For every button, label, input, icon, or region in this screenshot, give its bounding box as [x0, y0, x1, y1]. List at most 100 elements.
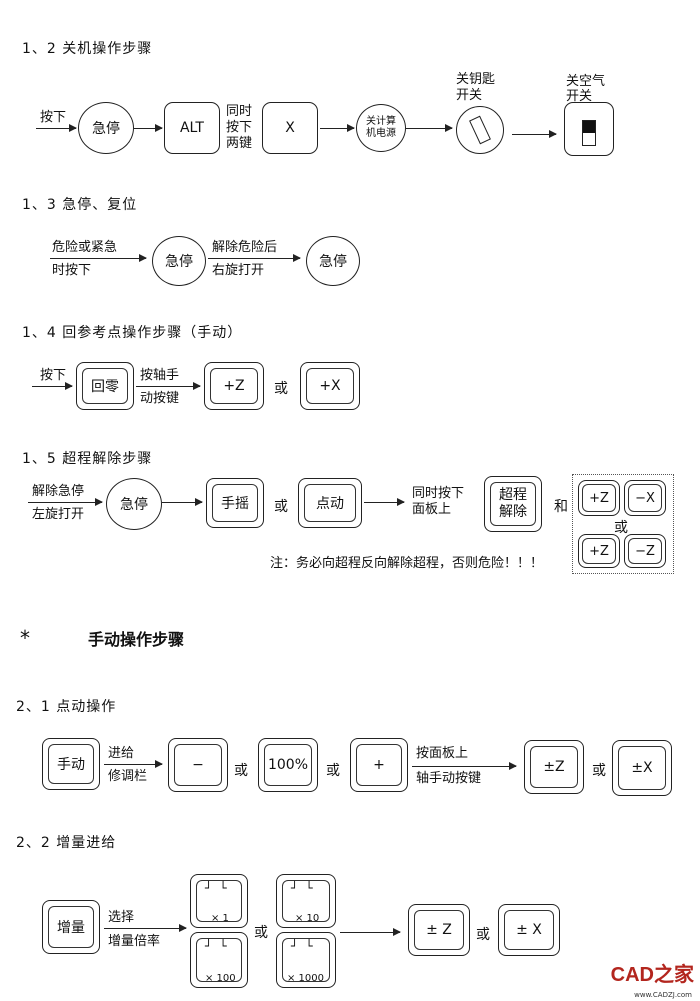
or-label: 或	[254, 925, 268, 941]
arrow	[162, 498, 203, 506]
multiplier-x1000-face	[282, 938, 330, 982]
arrow	[36, 124, 77, 132]
multiplier-x10-label: × 10	[295, 913, 320, 924]
multiplier-x1000-key: ┘ └ × 1000	[276, 932, 336, 988]
panel-line2: 轴手动按键	[416, 771, 482, 786]
corner-icon: ┘ └	[291, 939, 313, 953]
pc-power-off-circle: 关计算 机电源	[356, 104, 406, 152]
section-title-overtravel: 1、5 超程解除步骤	[22, 451, 153, 467]
plus-x-label: +X	[306, 368, 354, 404]
multiplier-x100-label: × 100	[205, 973, 236, 984]
plus-minus-x-label: ±X	[618, 746, 666, 790]
simul-line2: 面板上	[412, 502, 452, 517]
feed-100-key: 100%	[258, 738, 318, 792]
plus-minus-z-label: ± Z	[414, 910, 464, 950]
manual-ops-title: 手动操作步骤	[88, 630, 185, 649]
plus-minus-x-key: ± X	[498, 904, 560, 956]
press-label: 按下	[40, 368, 67, 383]
key-slot-icon	[469, 115, 491, 145]
air-switch-line2: 开关	[566, 89, 593, 104]
home-key: 回零	[76, 362, 134, 410]
plus-z-label: +Z	[582, 484, 616, 512]
minus-x-key: −X	[624, 480, 666, 516]
overtravel-release-label: 超程 解除	[490, 482, 536, 526]
multiplier-x10-face	[282, 880, 330, 922]
select-line2: 增量倍率	[108, 934, 161, 949]
arrow	[208, 254, 301, 262]
key-switch-circle	[456, 106, 504, 154]
feed-minus-label: −	[174, 744, 222, 786]
arrow	[406, 124, 453, 132]
arrow	[28, 498, 103, 506]
air-switch-line1: 关空气	[566, 74, 606, 89]
simul-line1: 同时	[226, 104, 253, 119]
plus-z-label: +Z	[582, 538, 616, 564]
arrow	[340, 928, 401, 936]
pc-off-line1: 关计算	[366, 116, 396, 127]
and-label: 和	[554, 499, 568, 515]
mpg-key: 手摇	[206, 478, 264, 528]
feed-plus-key: +	[350, 738, 408, 792]
feed-100-label: 100%	[264, 744, 312, 786]
arrow	[320, 124, 355, 132]
minus-z-key: −Z	[624, 534, 666, 568]
increment-key: 增量	[42, 900, 100, 954]
warning-note: 注：务必向超程反向解除超程，否则危险！！！	[270, 556, 544, 571]
plus-minus-z-key: ±Z	[524, 740, 584, 794]
press-label: 按下	[40, 110, 67, 125]
air-switch-icon	[582, 120, 596, 146]
x-key: X	[262, 102, 318, 154]
panel-line1: 按面板上	[416, 746, 469, 761]
minus-z-label: −Z	[628, 538, 662, 564]
or-label: 或	[476, 927, 490, 943]
jog-label: 点动	[304, 484, 356, 522]
star-bullet: *	[20, 626, 30, 650]
arrow	[104, 760, 163, 768]
simul-line2: 按下	[226, 120, 253, 135]
section-title-estop-reset: 1、3 急停、复位	[22, 197, 138, 213]
arrow	[512, 130, 557, 138]
arrow	[412, 762, 517, 770]
minus-x-label: −X	[628, 484, 662, 512]
increment-label: 增量	[48, 906, 94, 948]
multiplier-x1-face	[196, 880, 242, 922]
key-switch-line1: 关钥匙	[456, 72, 496, 87]
cadzj-logo-url: www.CADZJ.com	[634, 991, 692, 999]
mpg-label: 手摇	[212, 484, 258, 522]
or-label: 或	[274, 381, 288, 397]
multiplier-x1-label: × 1	[211, 913, 229, 924]
overtravel-line1: 超程	[499, 487, 527, 503]
or-label: 或	[592, 763, 606, 779]
section-title-increment: 2、2 增量进给	[16, 835, 117, 851]
corner-icon: ┘ └	[291, 881, 313, 895]
cadzj-logo: CAD之家	[610, 964, 694, 986]
alt-key: ALT	[164, 102, 220, 154]
plus-z-label: +Z	[210, 368, 258, 404]
plus-x-key: +X	[300, 362, 360, 410]
or-label: 或	[326, 763, 340, 779]
plus-minus-x-key: ±X	[612, 740, 672, 796]
home-key-label: 回零	[82, 368, 128, 404]
select-line1: 选择	[108, 910, 135, 925]
arrow	[364, 498, 405, 506]
release-line2: 右旋打开	[212, 263, 265, 278]
or-label: 或	[234, 763, 248, 779]
release-line2: 左旋打开	[32, 507, 85, 522]
plus-minus-z-label: ±Z	[530, 746, 578, 788]
feed-line1: 进给	[108, 746, 135, 761]
corner-icon: ┘ └	[205, 939, 227, 953]
pc-off-line2: 机电源	[366, 128, 396, 139]
multiplier-x1000-label: × 1000	[287, 973, 325, 984]
section-title-shutdown: 1、2 关机操作步骤	[22, 41, 153, 57]
estop-cond-line2: 时按下	[52, 263, 92, 278]
plus-z-key: +Z	[204, 362, 264, 410]
arrow	[136, 382, 201, 390]
manual-key: 手动	[42, 738, 100, 790]
or-label: 或	[274, 499, 288, 515]
key-switch-line2: 开关	[456, 88, 483, 103]
feed-line2: 修调栏	[108, 769, 148, 784]
multiplier-x100-face	[196, 938, 242, 982]
arrow	[50, 254, 147, 262]
release-line1: 解除急停	[32, 484, 85, 499]
estop-cond-line1: 危险或紧急	[52, 240, 118, 255]
